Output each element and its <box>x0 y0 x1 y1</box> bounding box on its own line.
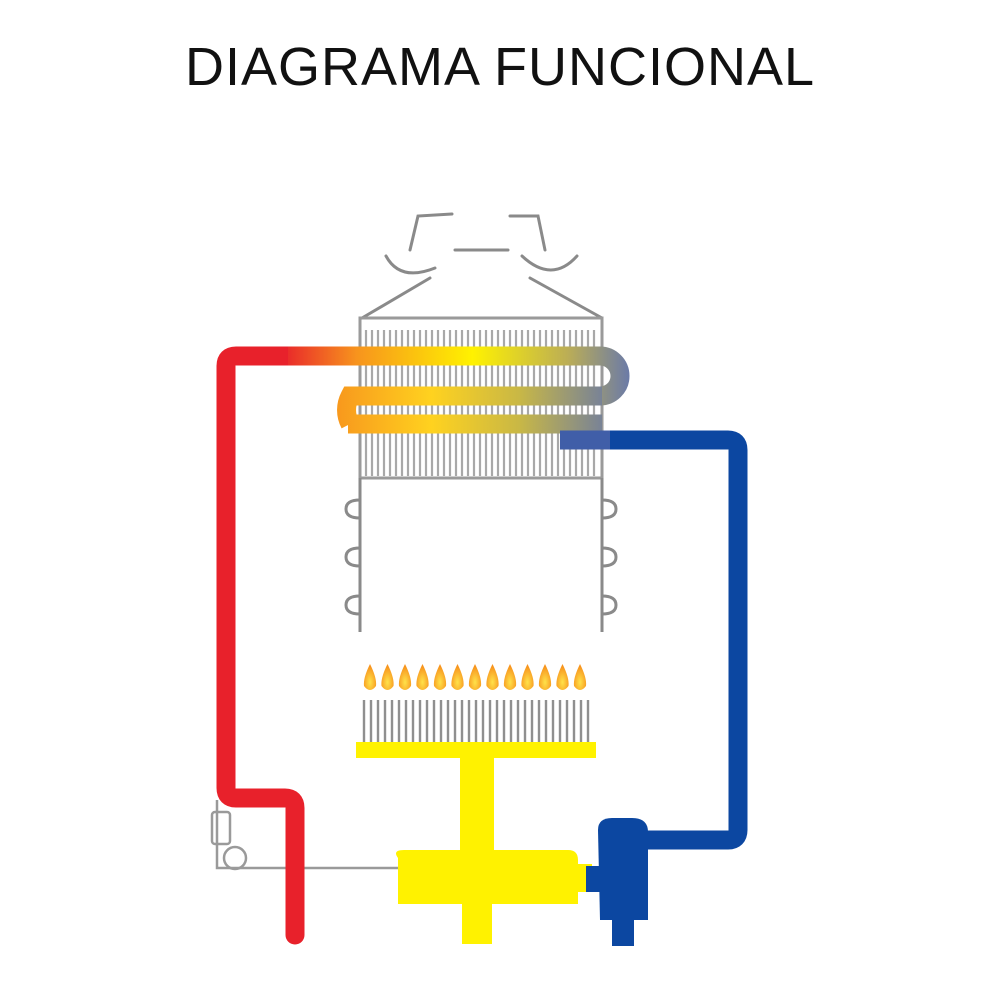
gas-valve-icon <box>396 756 592 944</box>
page-title: DIAGRAMA FUNCIONAL <box>184 37 816 97</box>
flame-icon <box>433 664 447 690</box>
burner-icon <box>356 700 596 758</box>
flame-icon <box>503 664 517 690</box>
flame-icon <box>521 664 534 690</box>
heat-exchanger-coil <box>288 346 630 434</box>
water-valve-icon <box>586 818 648 946</box>
flue-hood-icon <box>360 212 604 320</box>
flame-icon <box>538 664 552 690</box>
flame-icon <box>416 664 429 690</box>
flame-icon <box>468 664 482 690</box>
flame-icon <box>381 664 394 690</box>
flame-icon <box>486 664 499 690</box>
burner-flames <box>363 664 587 690</box>
control-line <box>210 800 400 871</box>
flame-icon <box>556 664 569 690</box>
cold-water-pipe <box>590 430 748 850</box>
flame-icon <box>573 664 587 690</box>
flame-icon <box>451 664 464 690</box>
hot-water-pipe <box>216 346 305 945</box>
flame-icon <box>398 664 412 690</box>
flame-icon <box>363 664 377 690</box>
